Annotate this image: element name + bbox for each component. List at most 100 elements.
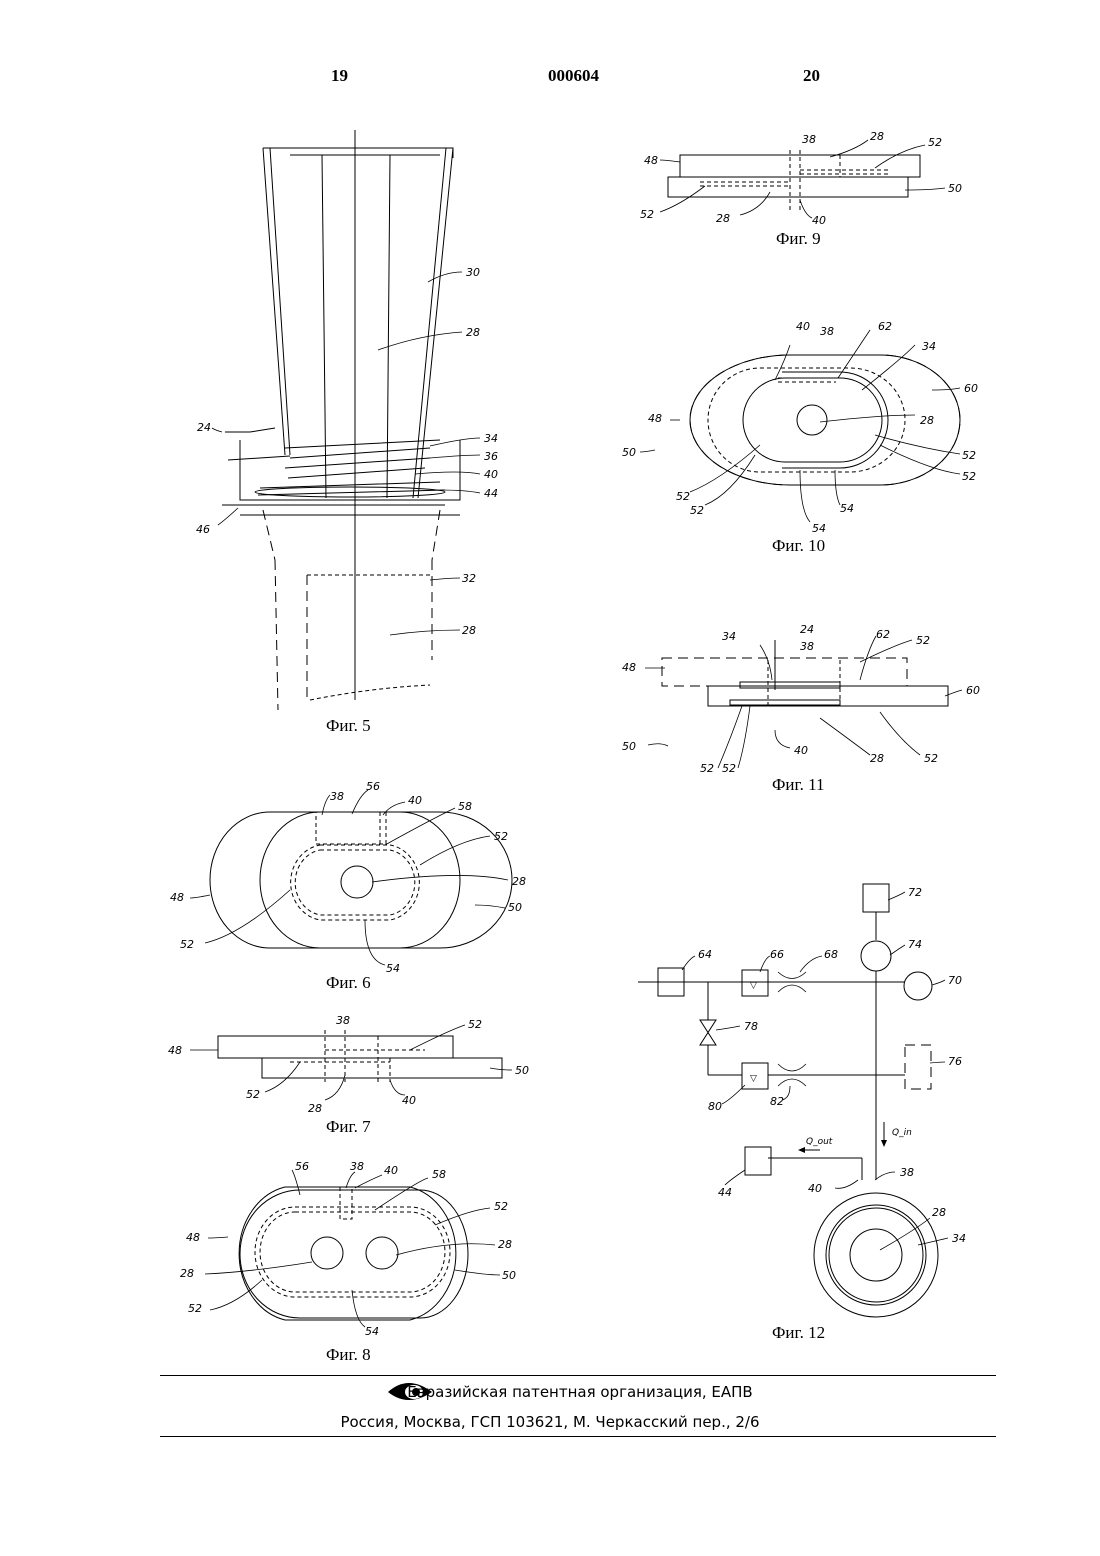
svg-text:58: 58 <box>432 1168 446 1181</box>
svg-text:52: 52 <box>962 449 976 462</box>
svg-text:52: 52 <box>700 762 714 775</box>
svg-text:52: 52 <box>924 752 938 765</box>
svg-text:34: 34 <box>952 1232 966 1245</box>
figure-5-caption: Фиг. 5 <box>326 716 371 736</box>
svg-text:46: 46 <box>196 523 210 536</box>
svg-text:78: 78 <box>744 1020 758 1033</box>
svg-text:50: 50 <box>508 901 522 914</box>
q-in-label: Q_in <box>892 1128 912 1138</box>
svg-text:28: 28 <box>462 624 476 637</box>
figure-7-drawing: 48 38 52 50 52 28 40 <box>168 1014 529 1115</box>
svg-text:38: 38 <box>330 790 344 803</box>
footer-organization: Евразийская патентная организация, ЕАПВ <box>0 1383 1100 1401</box>
svg-text:52: 52 <box>962 470 976 483</box>
footer-top-rule <box>160 1375 996 1376</box>
svg-text:52: 52 <box>928 136 942 149</box>
svg-text:40: 40 <box>484 468 498 481</box>
svg-text:52: 52 <box>246 1088 260 1101</box>
svg-text:54: 54 <box>386 962 400 975</box>
footer-bottom-rule <box>160 1436 996 1437</box>
svg-text:52: 52 <box>722 762 736 775</box>
svg-text:64: 64 <box>698 948 712 961</box>
svg-text:48: 48 <box>644 154 658 167</box>
figure-12-drawing: ▽ ▽ 72 74 70 64 66 68 78 76 80 <box>638 884 966 1317</box>
svg-text:24: 24 <box>197 421 211 434</box>
svg-text:38: 38 <box>900 1166 914 1179</box>
svg-text:34: 34 <box>484 432 498 445</box>
figure-9-drawing: 48 38 28 52 50 52 28 40 <box>640 130 962 227</box>
svg-text:44: 44 <box>484 487 498 500</box>
svg-text:52: 52 <box>676 490 690 503</box>
figure-10-drawing: 40 38 62 34 60 28 52 52 48 50 52 52 54 5… <box>622 320 978 535</box>
svg-text:28: 28 <box>308 1102 322 1115</box>
svg-text:50: 50 <box>622 446 636 459</box>
svg-text:60: 60 <box>966 684 980 697</box>
svg-text:62: 62 <box>878 320 892 333</box>
svg-text:40: 40 <box>796 320 810 333</box>
svg-text:28: 28 <box>512 875 526 888</box>
figure-7-caption: Фиг. 7 <box>326 1117 371 1137</box>
svg-text:68: 68 <box>824 948 838 961</box>
svg-text:56: 56 <box>295 1160 309 1173</box>
svg-text:80: 80 <box>708 1100 722 1113</box>
svg-text:40: 40 <box>384 1164 398 1177</box>
svg-text:48: 48 <box>648 412 662 425</box>
figure-6-drawing: 38 56 40 58 52 28 50 48 52 54 <box>170 780 526 975</box>
figure-6-caption: Фиг. 6 <box>326 973 371 993</box>
svg-text:28: 28 <box>932 1206 946 1219</box>
svg-text:52: 52 <box>916 634 930 647</box>
svg-text:28: 28 <box>180 1267 194 1280</box>
svg-text:54: 54 <box>365 1325 379 1338</box>
svg-text:58: 58 <box>458 800 472 813</box>
svg-text:28: 28 <box>870 752 884 765</box>
figure-8-caption: Фиг. 8 <box>326 1345 371 1365</box>
svg-text:48: 48 <box>168 1044 182 1057</box>
svg-text:44: 44 <box>718 1186 732 1199</box>
svg-text:54: 54 <box>840 502 854 515</box>
figure-9-caption: Фиг. 9 <box>776 229 821 249</box>
svg-text:40: 40 <box>808 1182 822 1195</box>
svg-text:40: 40 <box>402 1094 416 1107</box>
svg-text:34: 34 <box>722 630 736 643</box>
svg-text:82: 82 <box>770 1095 784 1108</box>
svg-text:52: 52 <box>188 1302 202 1315</box>
svg-text:40: 40 <box>408 794 422 807</box>
figure-11-drawing: 48 34 24 38 62 52 60 50 52 52 40 28 52 <box>622 623 980 775</box>
svg-text:50: 50 <box>622 740 636 753</box>
svg-text:54: 54 <box>812 522 826 535</box>
svg-text:50: 50 <box>515 1064 529 1077</box>
svg-text:62: 62 <box>876 628 890 641</box>
svg-text:52: 52 <box>180 938 194 951</box>
svg-text:28: 28 <box>920 414 934 427</box>
svg-text:24: 24 <box>800 623 814 636</box>
svg-text:60: 60 <box>964 382 978 395</box>
svg-text:40: 40 <box>812 214 826 227</box>
svg-text:74: 74 <box>908 938 922 951</box>
svg-text:48: 48 <box>170 891 184 904</box>
figure-11-caption: Фиг. 11 <box>772 775 824 795</box>
svg-text:72: 72 <box>908 886 922 899</box>
svg-text:52: 52 <box>640 208 654 221</box>
svg-text:50: 50 <box>948 182 962 195</box>
svg-text:48: 48 <box>186 1231 200 1244</box>
svg-text:34: 34 <box>922 340 936 353</box>
svg-text:50: 50 <box>502 1269 516 1282</box>
svg-text:52: 52 <box>494 1200 508 1213</box>
svg-text:40: 40 <box>794 744 808 757</box>
q-out-label: Q_out <box>806 1137 833 1147</box>
figure-5-drawing: 30 28 24 34 36 40 44 46 32 28 <box>196 130 498 710</box>
svg-text:52: 52 <box>494 830 508 843</box>
svg-text:76: 76 <box>948 1055 962 1068</box>
svg-text:52: 52 <box>468 1018 482 1031</box>
footer-address: Россия, Москва, ГСП 103621, М. Черкасски… <box>0 1413 1100 1431</box>
svg-text:48: 48 <box>622 661 636 674</box>
svg-text:56: 56 <box>366 780 380 793</box>
svg-text:52: 52 <box>690 504 704 517</box>
svg-text:38: 38 <box>800 640 814 653</box>
svg-text:28: 28 <box>716 212 730 225</box>
figure-12-caption: Фиг. 12 <box>772 1323 825 1343</box>
svg-text:28: 28 <box>870 130 884 143</box>
svg-text:36: 36 <box>484 450 498 463</box>
svg-text:▽: ▽ <box>750 981 757 991</box>
